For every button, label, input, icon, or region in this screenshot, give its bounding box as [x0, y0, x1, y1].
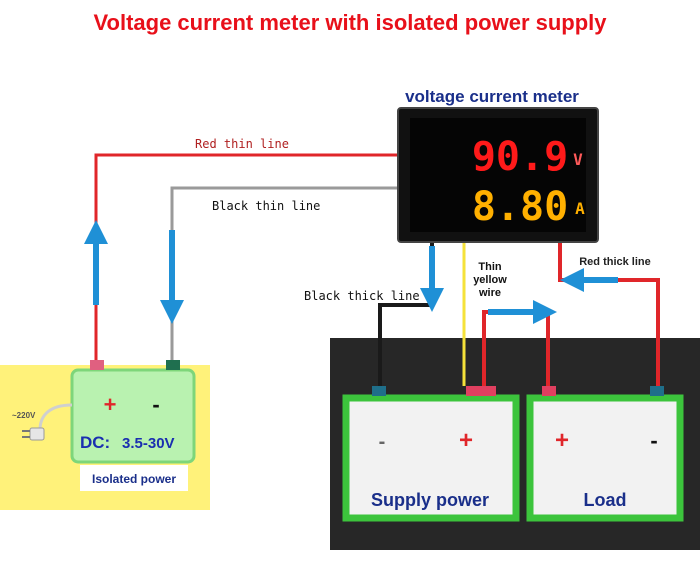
load-minus-sign: -: [650, 428, 657, 453]
page-title: Voltage current meter with isolated powe…: [93, 10, 607, 35]
black-thick-line-label: Black thick line: [304, 289, 420, 303]
current-unit: A: [575, 199, 585, 218]
red-thin-wire: [94, 153, 405, 360]
isolated-plus-terminal: [90, 360, 104, 370]
voltage-unit: V: [573, 150, 583, 169]
meter-display: [410, 118, 586, 232]
thin-yellow-wire-label-2: yellow: [473, 274, 507, 286]
voltage-reading: 90.9: [472, 134, 568, 180]
thin-yellow-wire-label-3: wire: [478, 287, 501, 299]
isolated-minus-sign: -: [152, 392, 159, 417]
isolated-power-module: [70, 368, 196, 464]
dc-range: 3.5-30V: [122, 435, 175, 452]
ac-input-label: ~220V: [12, 411, 36, 420]
current-reading: 8.80: [472, 184, 568, 230]
isolated-power-caption-box: [80, 465, 188, 491]
red-thin-line-label: Red thin line: [195, 137, 289, 151]
load-plus-terminal: [542, 386, 556, 396]
load-battery: [526, 394, 684, 522]
supply-minus-terminal: [372, 386, 386, 396]
supply-plus-sign: +: [459, 427, 473, 454]
isolated-plus-sign: +: [104, 392, 117, 417]
load-label: Load: [584, 490, 627, 510]
supply-plus-terminal: [466, 386, 496, 396]
black-thin-wire: [170, 186, 405, 360]
dc-prefix: DC:: [80, 433, 110, 452]
red-thick-line-label: Red thick line: [579, 256, 651, 268]
ac-plug-icon: [22, 403, 73, 441]
black-thin-line-label: Black thin line: [212, 199, 320, 213]
meter-label: voltage current meter: [405, 87, 579, 106]
supply-power-battery: [342, 394, 520, 522]
thin-yellow-wire-label-1: Thin: [478, 261, 501, 273]
supply-power-label: Supply power: [371, 490, 489, 510]
load-plus-sign: +: [555, 427, 569, 454]
supply-minus-sign: -: [379, 431, 386, 453]
isolated-power-caption: Isolated power: [92, 472, 176, 486]
isolated-minus-terminal: [166, 360, 180, 370]
load-minus-terminal: [650, 386, 664, 396]
